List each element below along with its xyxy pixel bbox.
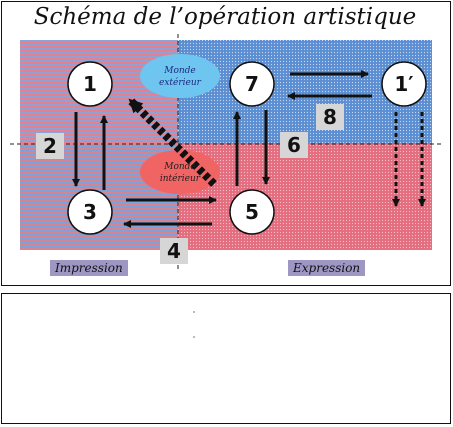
empty-frame [1, 293, 451, 424]
monde-exterieur-line1: Monde [163, 66, 196, 76]
faint-mark [193, 311, 195, 313]
node-3-circle [67, 189, 113, 235]
faint-mark [193, 336, 195, 338]
step-6-label: 6 [287, 133, 301, 157]
node-1-label: 1 [83, 72, 97, 96]
ellipse-monde-interieur [140, 150, 220, 194]
step-8-label: 8 [323, 105, 337, 129]
step-2-box [36, 133, 64, 159]
node-5-circle [229, 189, 275, 235]
monde-interieur-line2: intérieur [160, 173, 201, 184]
node-7-circle [229, 61, 275, 107]
expression-label: Expression [288, 260, 366, 276]
monde-exterieur-line2: extérieur [159, 77, 202, 88]
node-3-label: 3 [83, 200, 97, 224]
node-5-label: 5 [245, 200, 259, 224]
node-7-label: 7 [245, 72, 259, 96]
node-1-circle [67, 61, 113, 107]
ellipse-monde-exterieur [140, 54, 220, 98]
monde-interieur-line1: Monde [163, 162, 196, 172]
step-2-label: 2 [43, 134, 57, 158]
step-6-box [280, 132, 308, 158]
step-4-label: 4 [167, 239, 181, 263]
node-1p-circle [381, 61, 427, 107]
step-8-box [316, 104, 344, 130]
quadrant-bottom-right [178, 144, 432, 250]
step-4-box [160, 238, 188, 264]
node-1p-label: 1′ [394, 72, 413, 96]
diagram-title: Schéma de l’opération artistique [33, 4, 417, 30]
dashed-arrow-interior-to-1 [127, 97, 217, 187]
impression-label: Impression [50, 260, 128, 276]
